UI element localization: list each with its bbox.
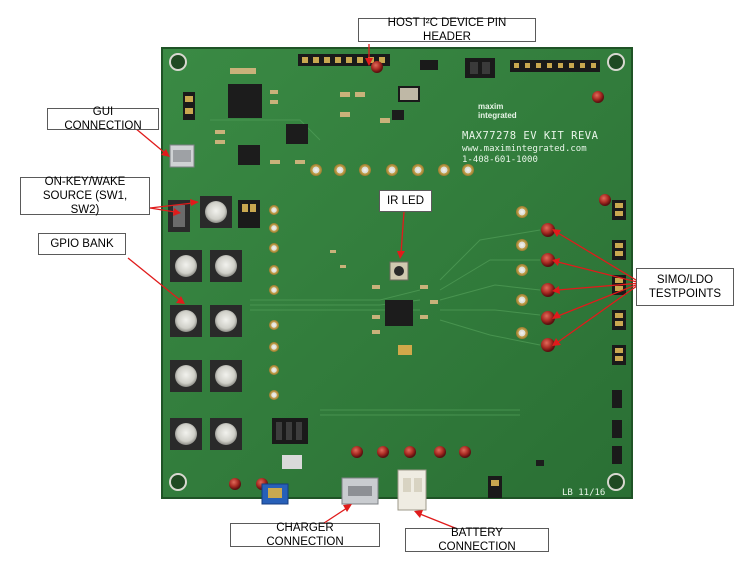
board-revision: LB 11/16 xyxy=(562,488,606,498)
simo-ldo-testpoints xyxy=(516,194,611,352)
main-pmic xyxy=(385,300,413,326)
mounting-hole xyxy=(607,473,625,491)
host-i2c-callout: HOST I²C DEVICE PIN HEADER xyxy=(358,17,536,43)
host-i2c-pin-header xyxy=(298,54,390,66)
ic-chip xyxy=(286,124,308,144)
onkey-switches xyxy=(168,196,260,232)
red-testpoint xyxy=(592,91,604,103)
mounting-hole xyxy=(169,53,187,71)
central-passives xyxy=(330,250,438,334)
ic-chip xyxy=(228,84,262,118)
charger-connection-callout: CHARGER CONNECTION xyxy=(230,522,380,548)
smd-part xyxy=(398,345,412,355)
gpio-button-bank xyxy=(170,250,242,450)
ibatt-jumper xyxy=(488,476,502,498)
bottom-left-header xyxy=(272,418,308,469)
gui-connection-callout: GUI CONNECTION xyxy=(47,106,159,132)
ic-chip xyxy=(392,110,404,120)
mounting-hole xyxy=(607,53,625,71)
header-testpoint-row xyxy=(310,164,474,176)
battery-connection-callout: BATTERY CONNECTION xyxy=(405,527,549,553)
board-phone: 1-408-601-1000 xyxy=(462,155,538,165)
gpio-testpoints xyxy=(269,205,279,400)
ic-chip xyxy=(238,145,260,165)
board-title: MAX77278 EV KIT REVA xyxy=(462,130,599,142)
small-smd-parts xyxy=(215,68,390,164)
brand-logo: maxim integrated xyxy=(478,102,517,120)
callout-arrows xyxy=(127,44,642,531)
smd-part xyxy=(536,460,544,466)
usb-connector xyxy=(169,144,195,168)
board-website: www.maximintegrated.com xyxy=(462,144,587,154)
simo-ldo-callout: SIMO/LDO TESTPOINTS xyxy=(636,268,734,306)
battery-connector xyxy=(397,469,427,511)
onkey-wake-callout: ON-KEY/WAKE SOURCE (SW1, SW2) xyxy=(20,176,150,216)
ir-led xyxy=(389,261,409,281)
charger-connector xyxy=(341,477,379,505)
ir-led-callout: IR LED xyxy=(379,190,432,212)
mounting-hole xyxy=(169,473,187,491)
gpio-bank-callout: GPIO BANK xyxy=(38,233,126,255)
red-testpoint xyxy=(371,61,383,73)
top-right-headers xyxy=(420,58,600,78)
